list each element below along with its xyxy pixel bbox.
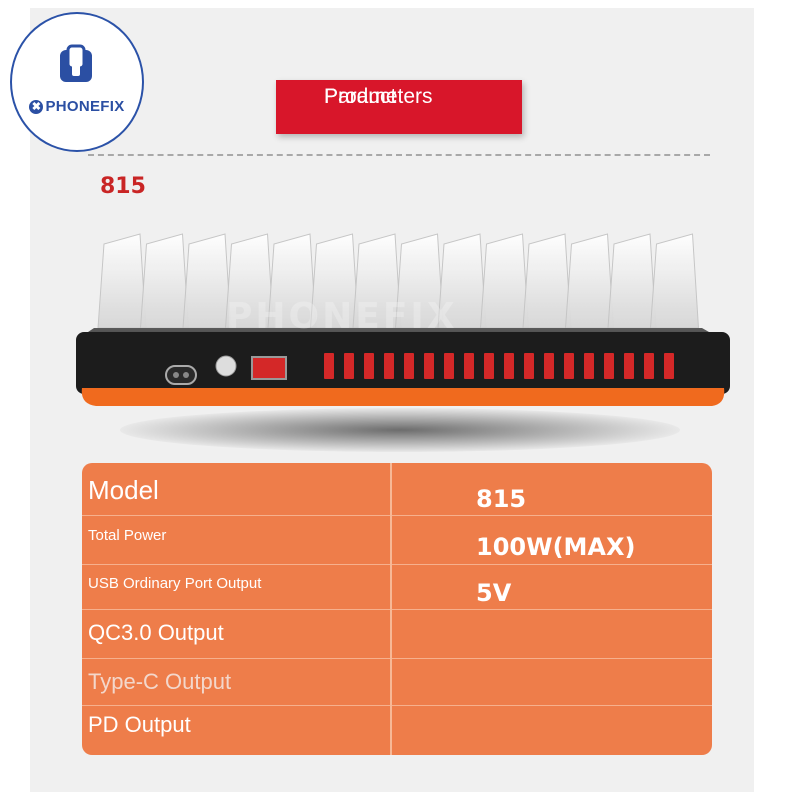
spec-value: 5V [476,579,512,607]
divider-plate [479,233,530,329]
usb-port [424,353,434,379]
row-divider [82,658,712,659]
divider-plate [522,233,572,329]
divider-plates [97,233,700,329]
spec-label: PD Output [88,712,191,737]
spec-table: Model 815 Total Power 100W(MAX) USB Ordi… [82,463,712,755]
usb-port [584,353,594,379]
usb-port [444,353,454,379]
usb-port [464,353,474,379]
usb-port [564,353,574,379]
usb-port [624,353,634,379]
divider-plate [649,233,700,329]
spec-row-usb-output: USB Ordinary Port Output 5V [82,565,712,609]
usb-port [664,353,674,379]
usb-port [504,353,514,379]
spec-label: Type-C Output [88,669,232,694]
divider-plate [182,233,232,329]
divider-plate [139,233,190,329]
usb-port [324,353,334,379]
spec-label: QC3.0 Output [88,620,224,645]
device-shadow [120,408,680,452]
usb-port [384,353,394,379]
usb-port [524,353,534,379]
spec-label: Total Power [88,527,167,544]
usb-port [344,353,354,379]
dashed-divider [88,154,710,156]
brand-name: ✖PHONEFIX [12,98,142,115]
spec-row-pd: PD Output [82,706,712,755]
row-divider [82,705,712,706]
model-heading: 815 [100,174,146,199]
row-divider [82,515,712,516]
spec-row-model: Model 815 [82,463,712,515]
spec-label: Model [88,475,159,505]
spec-row-qc30: QC3.0 Output [82,610,712,658]
brand-logo: ✖PHONEFIX [10,12,144,152]
usb-port [404,353,414,379]
row-divider [82,564,712,565]
usb-port [364,353,374,379]
spec-row-total-power: Total Power 100W(MAX) [82,516,712,564]
divider-plate [564,233,615,329]
row-divider [82,609,712,610]
phone-lock-icon [60,44,92,82]
spec-value: 100W(MAX) [476,533,636,561]
usb-port [604,353,614,379]
spec-row-typec: Type-C Output [82,659,712,705]
charging-station-image [76,233,730,406]
watermark: PHONEFIX [226,296,458,337]
usb-port [544,353,554,379]
usb-port [644,353,654,379]
spec-value: 815 [476,485,527,513]
spec-label: USB Ordinary Port Output [88,575,262,592]
divider-plate [97,233,147,329]
divider-plate [607,233,657,329]
usb-port [484,353,494,379]
usb-ports [324,353,674,379]
